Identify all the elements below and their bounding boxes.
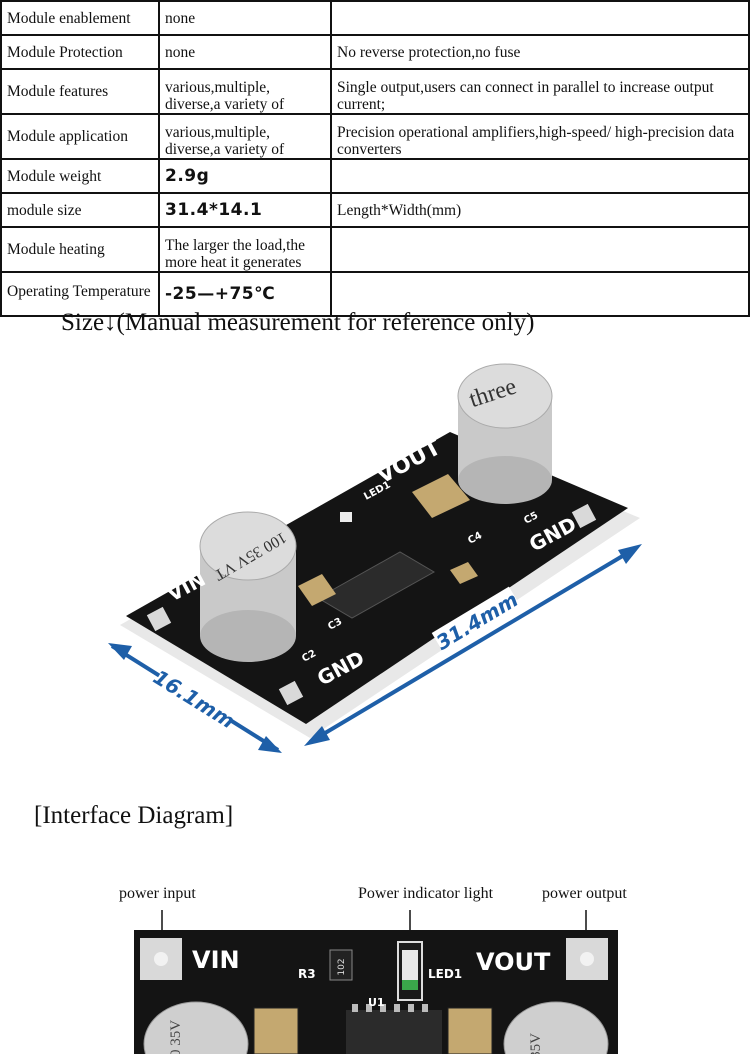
row-label: Module enablement <box>0 0 160 36</box>
table-row: Operating Temperature -25—+75℃ <box>0 271 750 317</box>
interface-heading: [Interface Diagram] <box>34 802 234 829</box>
table-row: Module Protection none No reverse protec… <box>0 34 750 70</box>
module-photo: VOUT VIN GND GND LED1 C2 C3 C4 C5 100 35… <box>108 363 642 753</box>
ic-pin <box>380 1004 386 1012</box>
led-green <box>402 980 418 990</box>
capacitor-top <box>457 363 553 429</box>
row-label: Module features <box>0 68 160 115</box>
electrolytic-capacitor-right <box>503 1001 609 1054</box>
corner-pad <box>146 606 172 632</box>
capacitor-bottom <box>458 456 552 504</box>
arrowhead <box>258 736 282 753</box>
u1-label: U1 <box>368 996 385 1009</box>
row-note: Length*Width(mm) <box>330 192 750 228</box>
ic-pin <box>394 1004 400 1012</box>
arrowhead <box>108 643 132 660</box>
cap-marking-right: 35V <box>528 1033 544 1054</box>
smd-capacitor-c4 <box>412 474 470 518</box>
arrowhead <box>618 544 642 564</box>
size-heading: Size↓(Manual measurement for reference o… <box>61 309 535 336</box>
table-row: Module features various,multiple, divers… <box>0 68 750 115</box>
ic-chip <box>316 551 436 619</box>
row-note: No reverse protection,no fuse <box>330 34 750 70</box>
interface-board-photo: 102 VIN VOUT R3 LED1 U1 100 35V 35V <box>134 910 618 1054</box>
vin-pad-hole <box>154 952 168 966</box>
callout-power-indicator: Power indicator light <box>358 885 494 902</box>
row-value: various,multiple, diverse,a variety of <box>158 68 332 115</box>
width-label-bg <box>151 665 237 733</box>
vin-label: VIN <box>192 946 240 974</box>
table-row: Module enablement none <box>0 0 750 36</box>
row-note: Precision operational amplifiers,high-sp… <box>330 113 750 160</box>
table-row: Module heating The larger the load,the m… <box>0 226 750 273</box>
row-note <box>330 158 750 194</box>
row-label: Module weight <box>0 158 160 194</box>
row-value: 31.4*14.1 <box>158 192 332 228</box>
row-value: none <box>158 34 332 70</box>
smd-capacitor <box>450 562 478 584</box>
row-value: none <box>158 0 332 36</box>
row-value: various,multiple, diverse,a variety of <box>158 113 332 160</box>
smd-capacitor-c3 <box>298 574 336 606</box>
ic-pin <box>422 1004 428 1012</box>
ic-pin <box>366 1004 372 1012</box>
ic-u1 <box>346 1010 442 1054</box>
length-label-bg <box>431 586 523 656</box>
callout-power-output: power output <box>542 885 627 902</box>
row-label: Module heating <box>0 226 160 273</box>
row-note <box>330 0 750 36</box>
r3-label: R3 <box>298 967 316 981</box>
capacitor-bottom <box>200 610 296 662</box>
led1-label: LED1 <box>428 967 462 981</box>
ic-pins <box>352 1004 428 1012</box>
row-note <box>330 226 750 273</box>
r3-code: 102 <box>337 958 347 975</box>
row-label: module size <box>0 192 160 228</box>
capacitor-top <box>199 511 297 581</box>
corner-pad <box>571 503 597 529</box>
corner-pad <box>278 680 304 706</box>
row-label: Module Protection <box>0 34 160 70</box>
row-label: Operating Temperature <box>0 271 160 317</box>
led-indicator <box>340 512 352 522</box>
table-row: module size 31.4*14.1 Length*Width(mm) <box>0 192 750 228</box>
ic-pin <box>352 1004 358 1012</box>
table-row: Module weight 2.9g <box>0 158 750 194</box>
ic-pin <box>408 1004 414 1012</box>
resistor-r3 <box>329 949 353 981</box>
row-value: 2.9g <box>158 158 332 194</box>
vout-pad-hole <box>580 952 594 966</box>
row-value: The larger the load,the more heat it gen… <box>158 226 332 273</box>
length-arrow-line <box>308 546 638 744</box>
callout-power-input: power input <box>119 885 196 902</box>
smd-capacitor <box>447 1007 493 1054</box>
spec-table: Module enablement none Module Protection… <box>0 0 750 317</box>
electrolytic-capacitor-left <box>143 1001 249 1054</box>
row-label: Module application <box>0 113 160 160</box>
row-note <box>330 271 750 317</box>
row-note: Single output,users can connect in paral… <box>330 68 750 115</box>
cap-marking-left: 100 35V <box>168 1020 184 1054</box>
row-value: -25—+75℃ <box>158 271 332 317</box>
vout-label: VOUT <box>476 948 551 976</box>
table-row: Module application various,multiple, div… <box>0 113 750 160</box>
arrowhead <box>304 726 330 746</box>
smd-capacitor <box>253 1007 299 1054</box>
